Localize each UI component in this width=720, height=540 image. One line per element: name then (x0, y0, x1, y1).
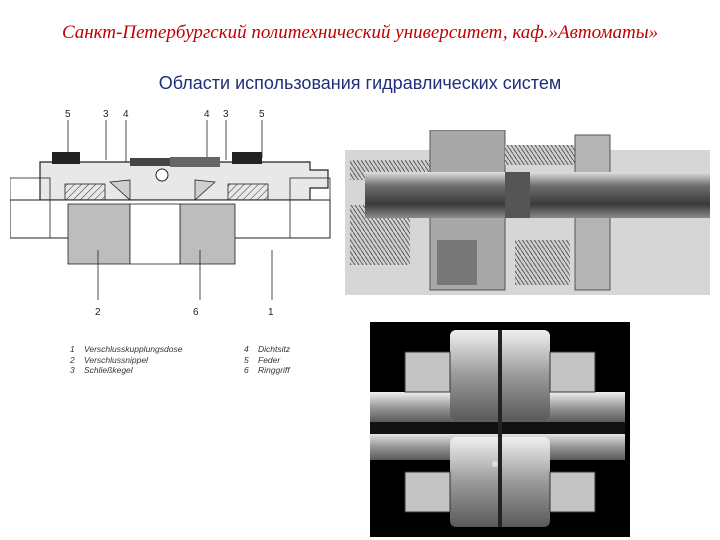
label-5-left: 5 (65, 109, 71, 120)
university-header: Санкт-Петербургский политехнический унив… (61, 22, 659, 43)
label-4-left: 4 (123, 109, 129, 120)
label-6: 6 (193, 307, 199, 318)
bolted-flange-image (370, 322, 630, 537)
label-3-right: 3 (223, 109, 229, 120)
label-3-left: 3 (103, 109, 109, 120)
label-4-right: 4 (204, 109, 210, 120)
label-1: 1 (268, 307, 274, 318)
label-2: 2 (95, 307, 101, 318)
slide-title: Области использования гидравлических сис… (158, 73, 562, 93)
label-5-right: 5 (259, 109, 265, 120)
coupling-section-drawing: 5 3 4 4 3 5 (10, 100, 340, 300)
threaded-fitting-image (345, 130, 715, 300)
